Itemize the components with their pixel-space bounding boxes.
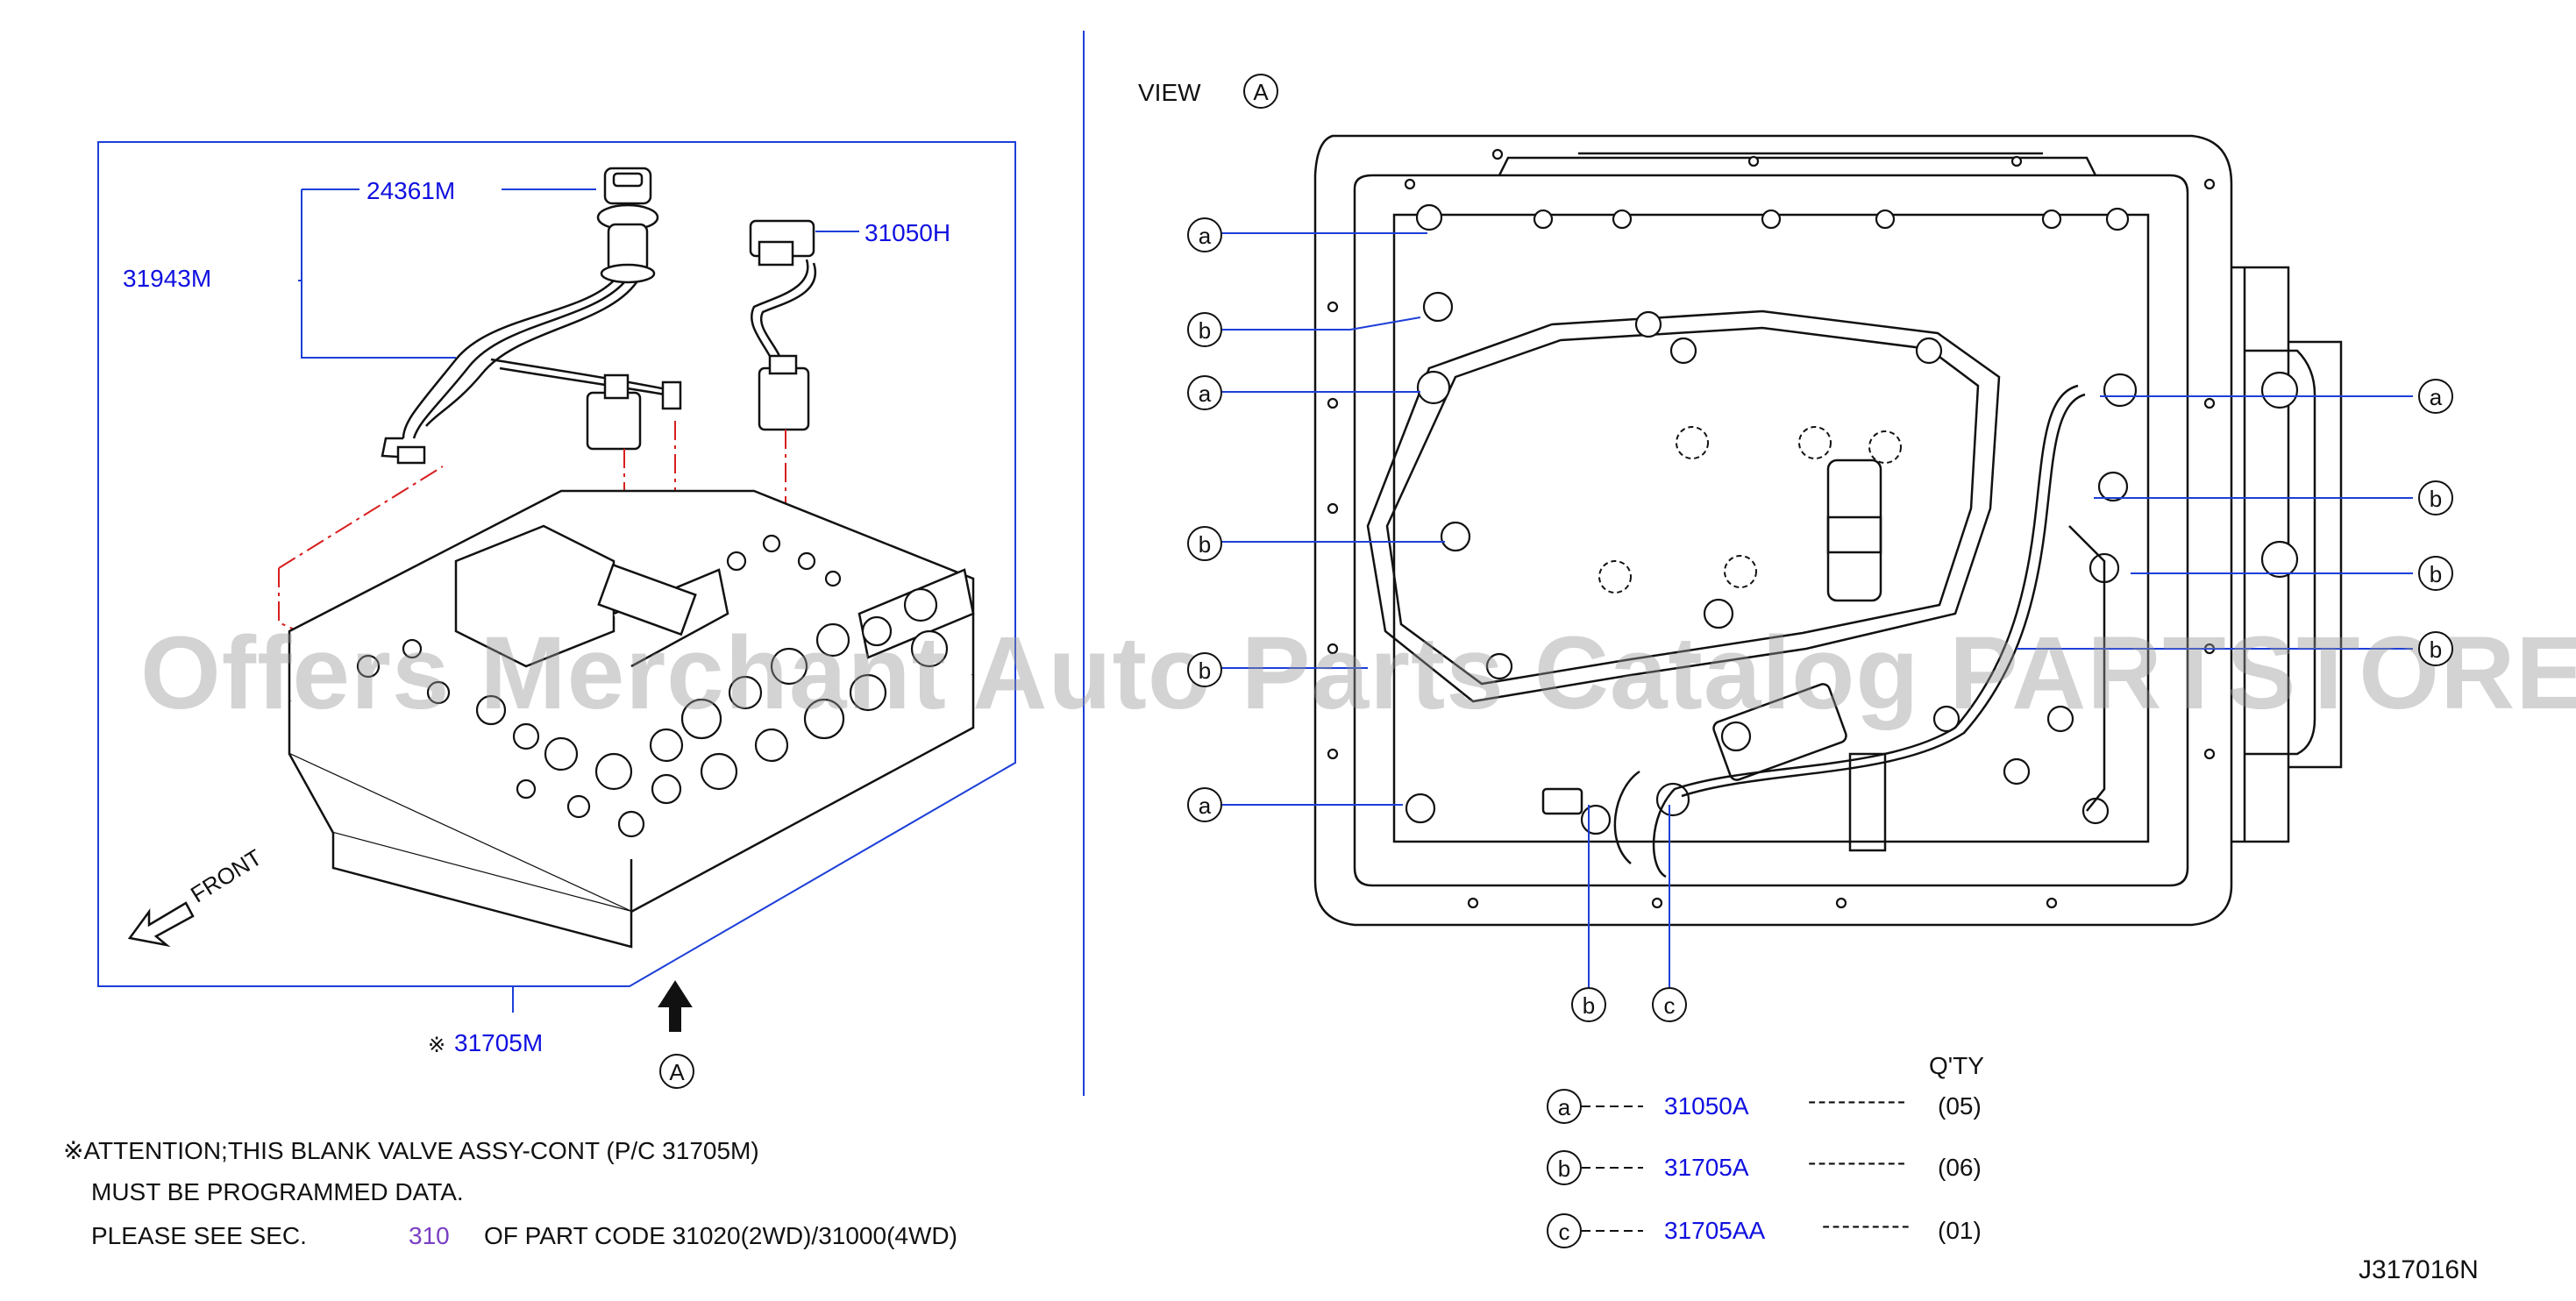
part-link-31705m[interactable]: 31705M	[454, 1029, 544, 1056]
front-arrow-icon	[127, 901, 195, 948]
view-a-leaders	[1213, 232, 2413, 987]
part-link-31050h[interactable]: 31050H	[865, 219, 951, 246]
callout-b: b	[1187, 652, 1222, 687]
callout-a: a	[2418, 379, 2453, 414]
callout-c: c	[1652, 987, 1687, 1022]
view-label: VIEW	[1138, 79, 1201, 106]
table-key-b: b	[1547, 1150, 1582, 1185]
table-key-c: c	[1547, 1213, 1582, 1248]
callout-a: a	[1187, 375, 1222, 410]
callout-b: b	[1187, 526, 1222, 561]
qty-value: (05)	[1938, 1092, 1982, 1120]
control-valve-body	[288, 489, 975, 949]
part-link-24361m[interactable]: 24361M	[366, 177, 456, 204]
view-a-marker: A	[659, 1054, 694, 1089]
part-link-31943m[interactable]: 31943M	[123, 265, 212, 292]
callout-b: b	[1187, 312, 1222, 347]
table-row-dashes: ---------	[1822, 1212, 1911, 1239]
callout-b: b	[2418, 631, 2453, 666]
diagram-code: J317016N	[2359, 1255, 2479, 1284]
separator-plate	[1366, 309, 2001, 703]
attention-line-3-suffix: OF PART CODE 31020(2WD)/31000(4WD)	[484, 1222, 957, 1249]
view-a-housing	[1313, 134, 2343, 927]
housing-bolts	[1327, 148, 2299, 909]
table-key-a: a	[1547, 1089, 1582, 1124]
qty-value: (01)	[1938, 1217, 1982, 1244]
watermark: Offers Merchant Auto Parts Catalog PARTS…	[140, 615, 2576, 731]
callout-b: b	[2418, 556, 2453, 591]
callout-a: a	[1187, 217, 1222, 252]
part-link-31705a[interactable]: 31705A	[1664, 1154, 1749, 1181]
section-310-link[interactable]: 310	[409, 1222, 450, 1249]
view-a-harness	[1541, 384, 2106, 878]
table-row-dashes: ----------	[1808, 1087, 1908, 1114]
parts-table-rules	[1582, 1105, 1643, 1232]
callout-b: b	[1571, 987, 1606, 1022]
attention-line-2: MUST BE PROGRAMMED DATA.	[91, 1178, 464, 1205]
assembly-frame	[97, 141, 1016, 987]
part-link-31050a[interactable]: 31050A	[1664, 1092, 1749, 1120]
part-mark-31705m: ※	[428, 1034, 446, 1057]
attention-line-3-prefix: PLEASE SEE SEC.	[91, 1222, 307, 1249]
valve-body-bores	[356, 534, 949, 838]
part-link-31705aa[interactable]: 31705AA	[1664, 1217, 1766, 1244]
qty-value: (06)	[1938, 1154, 1982, 1181]
connector-24361m	[596, 167, 659, 284]
view-arrow-icon	[658, 980, 693, 1032]
plate-dashed-holes	[1598, 426, 1902, 594]
view-letter: A	[1243, 74, 1278, 109]
callout-b: b	[2418, 480, 2453, 515]
attention-line-1: ※ATTENTION;THIS BLANK VALVE ASSY-CONT (P…	[63, 1137, 759, 1164]
callout-a: a	[1187, 787, 1222, 822]
table-row-dashes: ----------	[1808, 1148, 1908, 1176]
harness-31050h	[749, 219, 817, 431]
harness-31943m	[381, 280, 682, 465]
qty-header: Q'TY	[1929, 1052, 1984, 1079]
leader-31943m	[298, 189, 456, 359]
